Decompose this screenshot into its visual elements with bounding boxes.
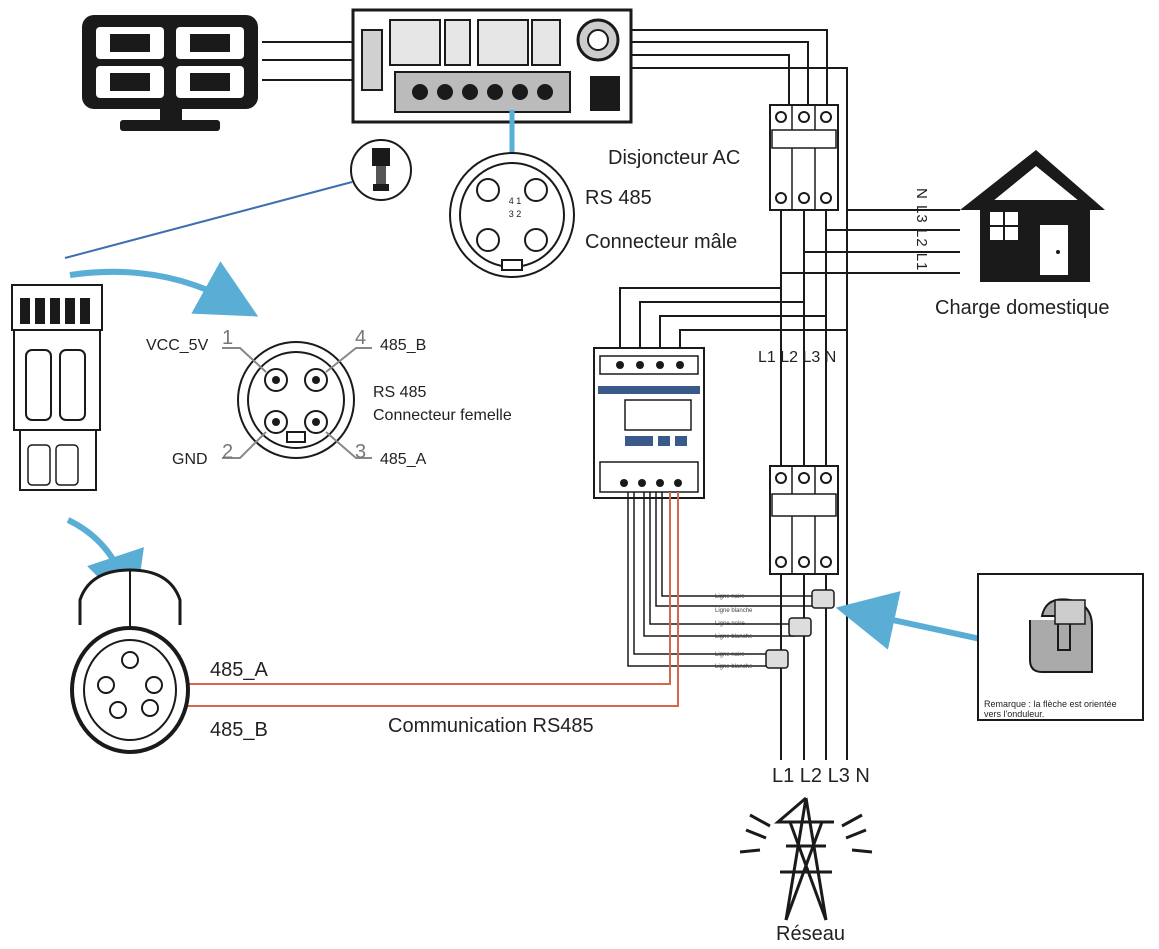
plug-485a-label: 485_A [210,659,268,681]
rs485-plug-icon [11,284,103,491]
energy-meter-icon [593,347,705,499]
house-phase-labels: N L3 L2 L1 [913,188,930,272]
arrow-to-female-connector [69,261,259,317]
connector-callout-line [64,181,353,259]
female-pin-callouts [222,347,372,459]
ct-callout-arrow [835,591,986,650]
meter-port-connector-icon [350,139,412,201]
house-label: Charge domestique [935,297,1110,319]
female-subtitle: Connecteur femelle [373,407,512,424]
rs485-round-plug-icon [70,568,190,754]
rs485-female-connector-icon [237,341,355,459]
ct-wires [627,492,818,667]
ct-wire-label-6: Ligne blanche [715,664,753,670]
inverter-ac-wires [631,29,848,760]
male-pin-numbers: 4 1 3 2 [508,196,522,219]
power-tower-icon [739,796,873,921]
ct-note-line-1: Remarque : la flèche est orientée [984,699,1117,709]
phase-wires [780,210,827,468]
female-title: RS 485 [373,384,427,401]
grid-phase-labels: L1 L2 L3 N [772,765,870,787]
ac-breaker-label: Disjoncteur AC [608,147,741,169]
solar-panel-icon [82,15,258,131]
ct-callout-box [977,573,1144,721]
ac-breaker-top-icon [769,104,839,211]
pin-3-number: 3 [355,441,367,463]
ct-wire-label-3: Ligne noire [715,621,745,627]
ct-wire-label-1: Ligne noire [715,594,745,600]
ac-breaker-bottom-icon [769,465,839,575]
house-icon [960,150,1105,282]
rs485-male-subtitle: Connecteur mâle [585,231,738,253]
meter-phase-labels: L1 L2 L3 N [758,349,837,366]
meter-feed-wires [619,287,847,352]
rs485-communication-wires [163,492,679,707]
inverter-icon [351,8,633,124]
pin-2-number: 2 [222,441,234,463]
pin-1-number: 1 [222,327,234,349]
grid-label: Réseau [776,923,845,945]
ct-wire-label-5: Ligne noire [715,652,745,658]
plug-485b-label: 485_B [210,719,268,741]
pin-485b-label: 485_B [380,337,427,354]
pv-wires [262,41,355,81]
ct-note-line-2: vers l'onduleur. [984,709,1045,719]
house-feed-wires [781,209,960,274]
rs485-male-connector-icon [449,152,575,278]
ct-clamp-icons [765,589,835,669]
pin-vcc-label: VCC_5V [146,337,209,354]
ct-wire-label-2: Ligne blanche [715,608,753,614]
communication-label: Communication RS485 [388,715,594,737]
ct-wire-label-4: Ligne blanche [715,634,753,640]
pin-485a-label: 485_A [380,451,427,468]
pin-gnd-label: GND [172,451,208,468]
rs485-male-title: RS 485 [585,187,652,209]
pin-4-number: 4 [355,327,367,349]
